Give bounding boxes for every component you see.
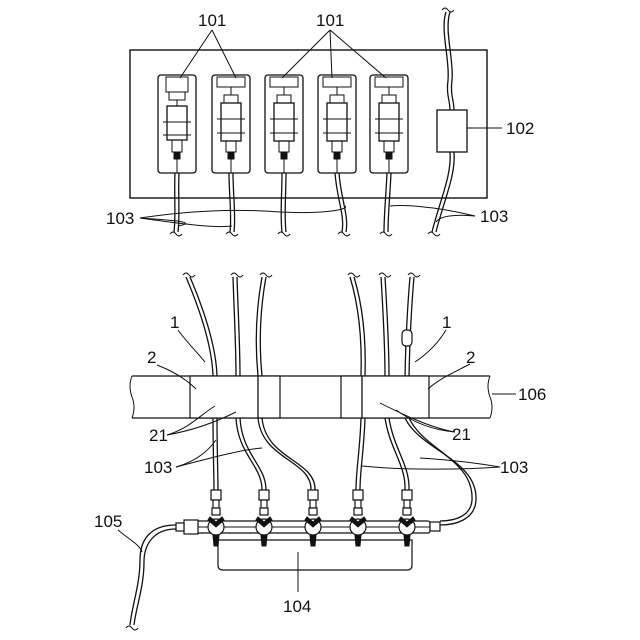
label-21-right: 21 bbox=[452, 425, 471, 444]
stopcocks bbox=[208, 490, 415, 546]
supply-line bbox=[126, 525, 176, 630]
label-103-bottom-right: 103 bbox=[500, 458, 528, 477]
label-21-left: 21 bbox=[149, 426, 168, 445]
label-106: 106 bbox=[518, 385, 546, 404]
stopcock-5 bbox=[399, 490, 415, 546]
label-105: 105 bbox=[94, 512, 122, 531]
holder-left bbox=[190, 376, 280, 418]
stopcock-4 bbox=[350, 490, 366, 546]
label-103-top-right: 103 bbox=[480, 207, 508, 226]
label-1-right: 1 bbox=[442, 313, 451, 332]
label-103-bottom-left: 103 bbox=[144, 458, 172, 477]
label-104: 104 bbox=[283, 597, 311, 616]
stopcock-1 bbox=[208, 490, 224, 546]
holder-right bbox=[341, 376, 429, 418]
mounting-bar bbox=[130, 376, 492, 418]
stopcock-3 bbox=[305, 490, 321, 546]
controller-box bbox=[437, 110, 467, 152]
label-101-a: 101 bbox=[198, 11, 226, 30]
label-1-left: 1 bbox=[170, 313, 179, 332]
bottom-lower-tubes bbox=[213, 418, 476, 525]
label-2-left: 2 bbox=[147, 348, 156, 367]
label-2-right: 2 bbox=[466, 348, 475, 367]
bottom-upper-tubes bbox=[186, 277, 414, 376]
stopcock-2 bbox=[256, 490, 272, 546]
label-103-top-left: 103 bbox=[106, 209, 134, 228]
break-marks-bottom bbox=[183, 273, 420, 277]
label-101-b: 101 bbox=[316, 11, 344, 30]
label-102: 102 bbox=[506, 119, 534, 138]
